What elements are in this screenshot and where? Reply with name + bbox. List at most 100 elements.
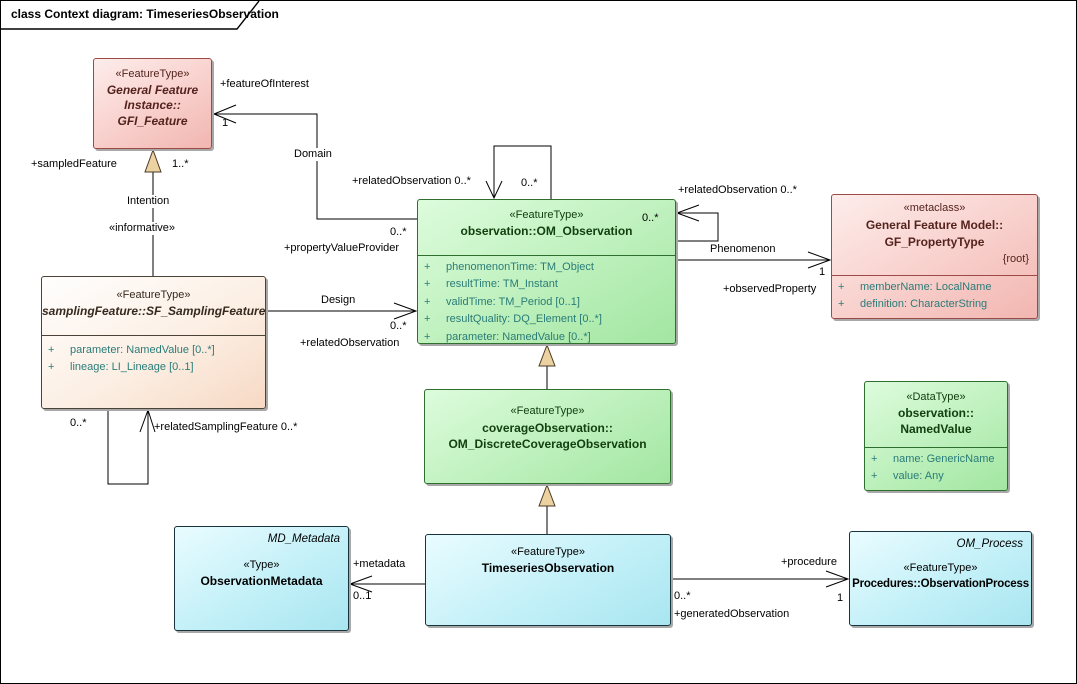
class-box-sf-samplingfeature[interactable]: «FeatureType» samplingFeature::SF_Sampli…: [41, 276, 266, 409]
role-label-relatedsamplingfeature: +relatedSamplingFeature 0..*: [154, 421, 298, 433]
multiplicity-generatedobservation: 0..*: [674, 590, 691, 602]
role-label-relatedobservation-top: +relatedObservation 0..*: [352, 175, 471, 187]
compartment-divider: [865, 447, 1007, 448]
class-name-line: NamedValue: [900, 422, 972, 436]
association-related-sampling-feature[interactable]: [107, 408, 156, 485]
class-box-observationprocess[interactable]: OM_Process «FeatureType» Procedures::Obs…: [849, 531, 1032, 626]
compartment-divider: [42, 335, 265, 336]
association-intention[interactable]: [144, 148, 162, 276]
attr-text: name: GenericName: [893, 453, 995, 465]
stereotype: «FeatureType»: [903, 562, 978, 574]
class-name-line: GF_PropertyType: [884, 235, 985, 249]
role-label-propertyvalueprovider: +propertyValueProvider: [284, 242, 400, 254]
attr-visibility: +: [424, 278, 431, 291]
attr-text: phenomenonTime: TM_Object: [446, 261, 594, 273]
role-label-relatedobservation-right: +relatedObservation 0..*: [678, 184, 797, 196]
attr-visibility: +: [838, 281, 845, 293]
association-related-observation-right[interactable]: [675, 204, 719, 242]
parent-class-label: OM_Process: [956, 538, 1023, 550]
class-box-namedvalue[interactable]: «DataType» observation:: NamedValue + nam…: [864, 381, 1008, 491]
role-label-generatedobservation: +generatedObservation: [674, 608, 790, 620]
attribute-row: + value: Any: [865, 468, 1007, 485]
attr-text: resultQuality: DQ_Element [0..*]: [446, 313, 602, 326]
association-name-domain: Domain: [292, 148, 334, 161]
class-name: samplingFeature::SF_SamplingFeature: [42, 303, 266, 318]
role-label-featureofinterest: +featureOfInterest: [220, 78, 309, 90]
attr-visibility: +: [871, 470, 878, 482]
multiplicity-featureofinterest: 1: [222, 117, 229, 129]
class-box-timeseriesobservation[interactable]: «FeatureType» TimeseriesObservation: [425, 534, 671, 626]
role-label-relatedobservation-design: +relatedObservation: [300, 337, 400, 349]
multiplicity-relatedobservation-right: 0..*: [642, 212, 659, 224]
stereotype: «FeatureType»: [115, 68, 190, 80]
attribute-row: + phenomenonTime: TM_Object: [418, 259, 675, 276]
stereotype: «Type»: [243, 559, 280, 571]
attribute-row: + name: GenericName: [865, 451, 1007, 468]
root-tag: {root}: [1002, 253, 1029, 265]
class-name-line: General Feature Model::: [865, 218, 1004, 232]
attr-text: validTime: TM_Period [0..1]: [446, 295, 580, 308]
generalization-dco-to-om-observation[interactable]: [538, 343, 556, 389]
attr-text: value: Any: [893, 470, 944, 482]
attr-visibility: +: [424, 295, 431, 308]
role-label-metadata: +metadata: [353, 558, 406, 570]
attr-visibility: +: [424, 261, 431, 273]
attribute-row: + validTime: TM_Period [0..1]: [418, 294, 675, 311]
multiplicity-procedure: 1: [837, 592, 844, 604]
association-name-design: Design: [319, 294, 358, 307]
association-name-intention: Intention: [125, 195, 172, 208]
association-related-observation-top[interactable]: [485, 145, 552, 200]
attribute-row: + parameter: NamedValue [0..*]: [418, 329, 675, 346]
stereotype: «FeatureType»: [509, 209, 584, 221]
class-name: Procedures::ObservationProcess: [852, 578, 1029, 590]
stereotype: «FeatureType»: [116, 289, 191, 301]
class-name-line: General Feature: [106, 82, 199, 97]
attribute-row: +lineage: LI_Lineage [0..1]: [42, 359, 265, 376]
class-name: TimeseriesObservation: [481, 561, 615, 575]
stereotype: «FeatureType»: [510, 405, 585, 417]
association-domain[interactable]: [212, 104, 417, 220]
attr-visibility: +: [48, 344, 55, 356]
attr-text: resultTime: TM_Instant: [446, 278, 558, 291]
multiplicity-relatedsamplingfeature: 0..*: [70, 417, 87, 429]
attr-visibility: +: [424, 330, 431, 343]
attribute-row: + resultQuality: DQ_Element [0..*]: [418, 311, 675, 328]
stereotype: «DataType»: [906, 391, 966, 403]
class-box-gfi-feature[interactable]: «FeatureType» General Feature Instance::…: [93, 58, 212, 149]
attr-visibility: +: [424, 313, 431, 326]
class-box-observationmetadata[interactable]: MD_Metadata «Type» ObservationMetadata: [174, 526, 349, 631]
role-label-procedure: +procedure: [781, 556, 837, 568]
multiplicity-sampledfeature: 1..*: [172, 158, 189, 170]
class-name-line: OM_DiscreteCoverageObservation: [448, 437, 647, 451]
attribute-row: + parameter: NamedValue [0..*]: [42, 342, 265, 359]
attr-visibility: +: [838, 298, 845, 311]
class-box-om-observation[interactable]: «FeatureType» observation::OM_Observatio…: [417, 199, 676, 344]
class-name: observation::OM_Observation: [460, 224, 633, 238]
class-box-om-discretecoverageobservation[interactable]: «FeatureType» coverageObservation:: OM_D…: [424, 389, 671, 484]
generalization-tso-to-dco[interactable]: [538, 483, 556, 534]
attr-text: parameter: NamedValue [0..*]: [446, 330, 591, 343]
multiplicity-propertyvalueprovider: 0..*: [390, 226, 407, 238]
attribute-row: + memberName: LocalName: [832, 279, 1037, 296]
stereotype: «metaclass»: [903, 202, 966, 214]
attr-visibility: +: [48, 361, 55, 374]
multiplicity-relatedobservation-top: 0..*: [521, 177, 538, 189]
attr-text: memberName: LocalName: [860, 281, 992, 293]
class-box-gf-propertytype[interactable]: «metaclass» General Feature Model:: GF_P…: [831, 194, 1038, 319]
compartment-divider: [418, 255, 675, 256]
diagram-title: class Context diagram: TimeseriesObserva…: [11, 7, 279, 21]
multiplicity-phenomenon: 1: [819, 266, 826, 278]
role-label-observedproperty: +observedProperty: [723, 283, 817, 295]
association-procedure[interactable]: [671, 570, 850, 588]
class-name-line: observation::: [897, 406, 974, 420]
stereotype-informative: «informative»: [107, 222, 178, 235]
attr-text: parameter: NamedValue [0..*]: [70, 344, 215, 356]
multiplicity-relatedobservation-design: 0..*: [390, 320, 407, 332]
attr-visibility: +: [871, 453, 878, 465]
multiplicity-metadata: 0..1: [353, 590, 372, 602]
association-name-phenomenon: Phenomenon: [708, 243, 778, 256]
parent-class-label: MD_Metadata: [267, 533, 340, 545]
class-name-line: Instance::: [124, 98, 181, 112]
class-name: ObservationMetadata: [200, 574, 323, 588]
